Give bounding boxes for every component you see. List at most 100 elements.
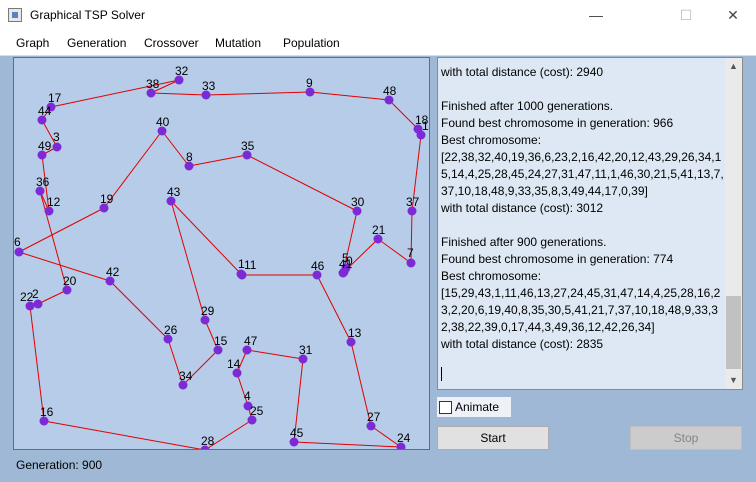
- city-label: 38: [146, 77, 160, 91]
- city-label: 15: [214, 334, 228, 348]
- city-node[interactable]: [14, 247, 24, 257]
- city-node[interactable]: [157, 126, 167, 136]
- city-node[interactable]: [406, 258, 416, 268]
- log-textbox[interactable]: with total distance (cost): 2940 Finishe…: [437, 57, 743, 390]
- tsp-map-canvas[interactable]: 0123456789101112131415161718192021222425…: [13, 57, 430, 450]
- city-node[interactable]: [25, 301, 35, 311]
- minimize-button[interactable]: —: [589, 7, 603, 23]
- city-node[interactable]: [52, 142, 62, 152]
- maximize-button[interactable]: ☐: [679, 7, 693, 23]
- city-node[interactable]: [352, 206, 362, 216]
- city-label: 45: [290, 426, 304, 440]
- city-label: 11: [244, 258, 257, 272]
- city-node[interactable]: [289, 437, 299, 447]
- tour-edge: [188, 154, 248, 167]
- city-node[interactable]: [366, 421, 376, 431]
- city-node[interactable]: [184, 161, 194, 171]
- scroll-up-arrow-icon[interactable]: ▲: [729, 61, 738, 71]
- city-label: 40: [156, 115, 170, 129]
- scroll-down-arrow-icon[interactable]: ▼: [729, 375, 738, 385]
- city-node[interactable]: [35, 186, 45, 196]
- city-node[interactable]: [39, 416, 49, 426]
- city-label: 43: [167, 185, 181, 199]
- tour-edge: [182, 349, 219, 386]
- city-node[interactable]: [146, 88, 156, 98]
- menu-graph[interactable]: Graph: [16, 36, 50, 50]
- city-node[interactable]: [201, 90, 211, 100]
- city-node[interactable]: [200, 315, 210, 325]
- city-node[interactable]: [242, 345, 252, 355]
- city-node[interactable]: [373, 234, 383, 244]
- tour-edge: [170, 200, 206, 321]
- city-node[interactable]: [232, 368, 242, 378]
- city-label: 41: [339, 257, 353, 271]
- city-label: 49: [38, 139, 52, 153]
- city-label: 25: [250, 404, 264, 418]
- city-node[interactable]: [166, 196, 176, 206]
- animate-checkbox-row[interactable]: Animate: [437, 397, 511, 417]
- log-scrollbar[interactable]: ▲ ▼: [725, 58, 742, 389]
- close-button[interactable]: ✕: [727, 7, 739, 23]
- city-node[interactable]: [213, 345, 223, 355]
- animate-label[interactable]: Animate: [455, 400, 500, 414]
- city-node[interactable]: [62, 285, 72, 295]
- city-node[interactable]: [174, 75, 184, 85]
- tsp-map-svg: 0123456789101112131415161718192021222425…: [14, 64, 430, 451]
- city-label: 6: [14, 235, 21, 249]
- tour-edge: [29, 305, 45, 422]
- city-node[interactable]: [305, 87, 315, 97]
- menu-generation[interactable]: Generation: [67, 36, 127, 50]
- window-title: Graphical TSP Solver: [30, 8, 145, 22]
- city-node[interactable]: [163, 334, 173, 344]
- animate-checkbox[interactable]: [439, 401, 452, 414]
- city-label: 29: [201, 304, 215, 318]
- city-node[interactable]: [243, 401, 253, 411]
- city-label: 10: [422, 119, 430, 133]
- city-label: 17: [48, 91, 62, 105]
- city-label: 34: [179, 369, 193, 383]
- stop-button[interactable]: Stop: [630, 426, 742, 450]
- city-label: 20: [63, 274, 77, 288]
- city-node[interactable]: [105, 276, 115, 286]
- tour-edge: [388, 99, 419, 130]
- city-label: 27: [367, 410, 381, 424]
- app-icon: [8, 8, 22, 22]
- tour-edge: [236, 372, 249, 407]
- city-node[interactable]: [338, 268, 348, 278]
- city-node[interactable]: [298, 354, 308, 364]
- menu-crossover[interactable]: Crossover: [144, 36, 199, 50]
- city-node[interactable]: [44, 206, 54, 216]
- city-node[interactable]: [312, 270, 322, 280]
- city-label: 31: [299, 343, 313, 357]
- menu-mutation[interactable]: Mutation: [215, 36, 262, 50]
- city-node[interactable]: [413, 124, 423, 134]
- city-node[interactable]: [200, 445, 210, 451]
- tour-edge: [316, 274, 352, 343]
- city-label: 28: [201, 434, 215, 448]
- city-node[interactable]: [37, 150, 47, 160]
- generation-status: Generation: 900: [16, 458, 103, 472]
- city-node[interactable]: [237, 270, 247, 280]
- city-node[interactable]: [346, 337, 356, 347]
- log-text: with total distance (cost): 2940 Finishe…: [441, 65, 724, 351]
- scroll-thumb[interactable]: [726, 296, 741, 369]
- tour-edge: [293, 441, 402, 448]
- title-bar: Graphical TSP Solver — ☐ ✕: [0, 0, 756, 31]
- start-button[interactable]: Start: [437, 426, 549, 450]
- city-label: 22: [20, 290, 34, 304]
- city-node[interactable]: [46, 102, 56, 112]
- city-label: 47: [244, 334, 258, 348]
- city-node[interactable]: [33, 299, 43, 309]
- city-node[interactable]: [37, 115, 47, 125]
- city-label: 36: [36, 175, 50, 189]
- city-node[interactable]: [99, 203, 109, 213]
- menu-population[interactable]: Population: [283, 36, 340, 50]
- tour-edge: [342, 210, 358, 274]
- city-node[interactable]: [178, 380, 188, 390]
- city-node[interactable]: [242, 150, 252, 160]
- tour-edge: [293, 358, 304, 443]
- city-node[interactable]: [407, 206, 417, 216]
- city-node[interactable]: [247, 415, 257, 425]
- city-node[interactable]: [384, 95, 394, 105]
- city-node[interactable]: [396, 442, 406, 451]
